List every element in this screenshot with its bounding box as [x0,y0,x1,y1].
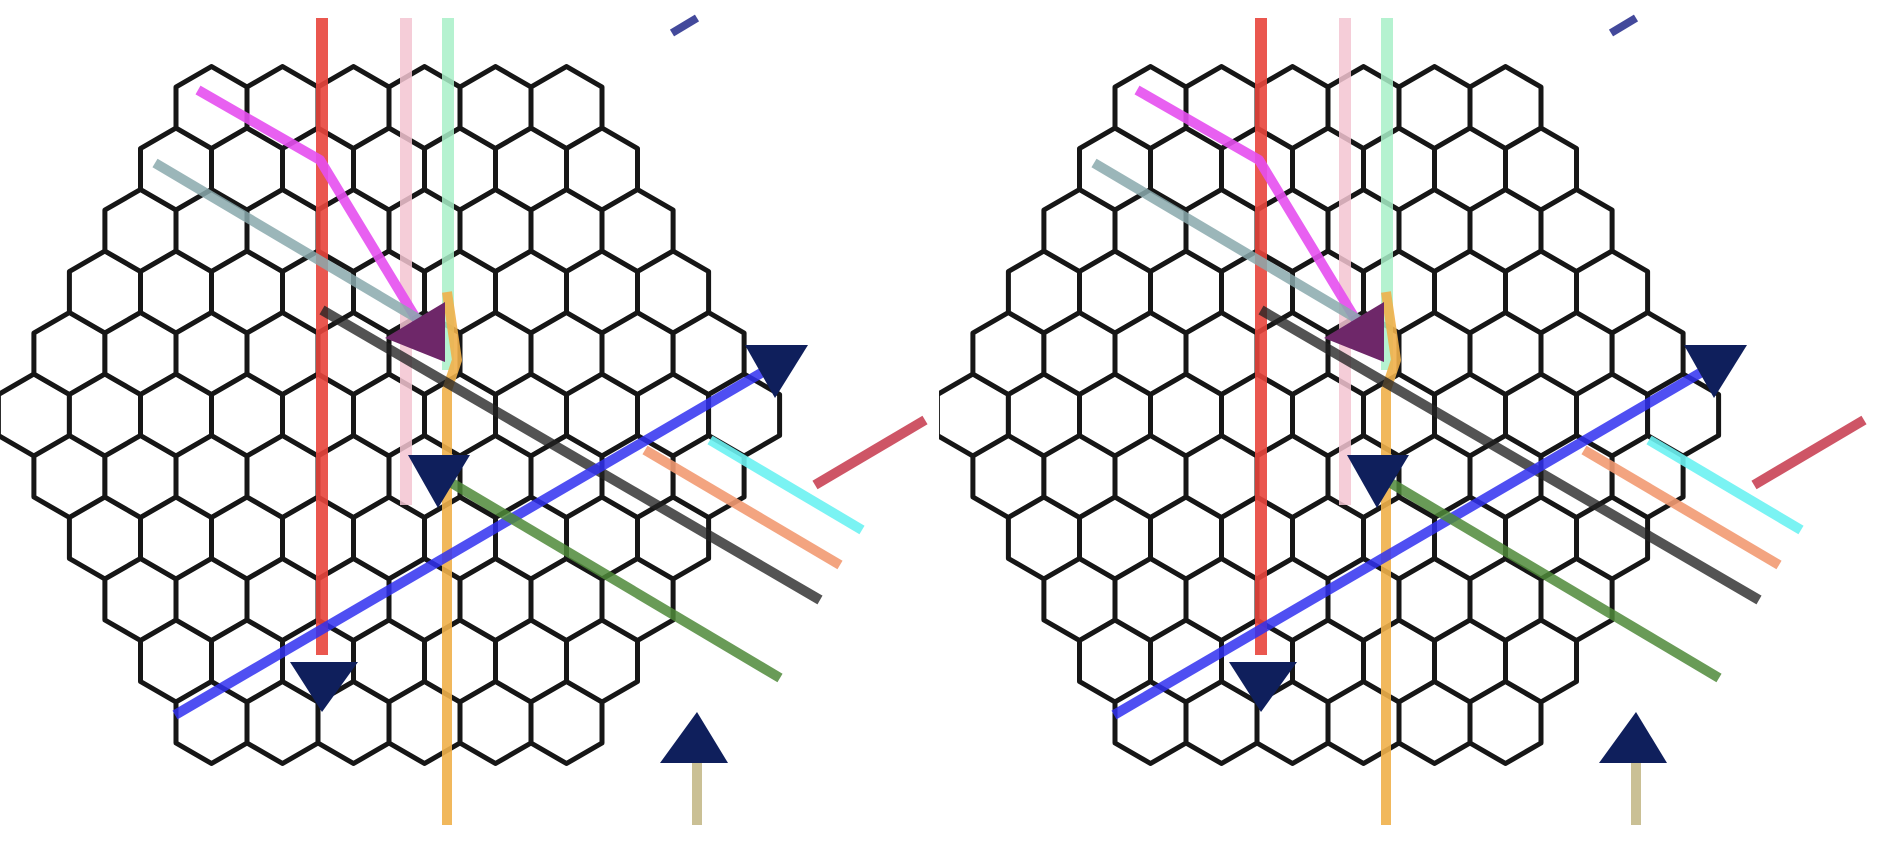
path-lines [152,14,928,825]
black-path [1258,305,1762,605]
crimson-path [1751,415,1867,490]
salmon-path [1581,445,1782,570]
left-board[interactable] [0,0,939,846]
path-lines [1091,14,1867,825]
arrow-up-bottom-icon[interactable] [660,712,728,763]
magenta-path [1134,85,1364,328]
start-marker-icon[interactable] [1324,302,1384,362]
start-marker-icon[interactable] [385,302,445,362]
cyan-path [1646,435,1804,535]
markers [290,302,808,763]
arrow-down-center-icon[interactable] [408,455,470,508]
arrow-down-left-icon[interactable] [1229,662,1297,712]
magenta-path [195,85,425,328]
cyan-path [707,435,865,535]
arrow-up-bottom-icon[interactable] [1599,712,1667,763]
orange-path [1381,291,1401,825]
blue-path [1111,357,1722,720]
orange-path [442,291,462,825]
crimson-path [812,415,928,490]
blue-path [172,357,783,720]
hex-grid [0,64,783,766]
green-path [447,477,783,683]
arrow-up-right-icon[interactable] [745,345,808,398]
slate-path [152,158,423,325]
navy-stub-path [669,14,700,37]
arrow-down-left-icon[interactable] [290,662,358,712]
navy-stub-path [1608,14,1639,37]
green-path [1386,477,1722,683]
arrow-down-center-icon[interactable] [1347,455,1409,508]
slate-path [1091,158,1362,325]
right-board[interactable] [939,0,1878,846]
salmon-path [642,445,843,570]
markers [1229,302,1747,763]
arrow-up-right-icon[interactable] [1684,345,1747,398]
black-path [319,305,823,605]
hex-grid [939,64,1722,766]
